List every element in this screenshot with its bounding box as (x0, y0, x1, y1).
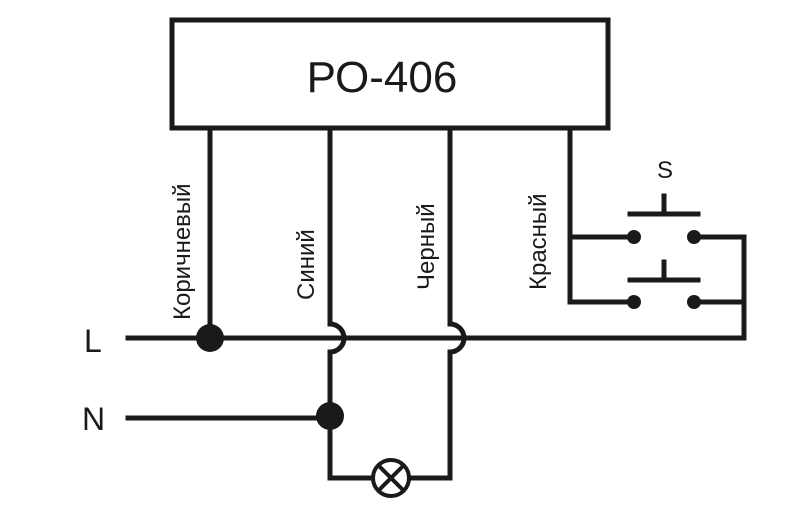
device-box (169, 17, 611, 131)
neutral-label: N (82, 401, 105, 437)
neutral-junction-node (316, 402, 344, 430)
black-wire (404, 125, 467, 481)
black-wire-label: Черный (413, 203, 440, 290)
switch-label: S (657, 157, 673, 184)
brown-wire-label: Коричневый (169, 183, 196, 320)
push-button-2 (627, 259, 701, 309)
blue-wire-label: Синий (293, 229, 320, 300)
live-label: L (84, 323, 102, 359)
switch-return-wire (691, 234, 747, 341)
red-wire (567, 125, 637, 305)
push-button-1 (627, 193, 701, 244)
device-name: РО-406 (307, 53, 458, 102)
red-wire-label: Красный (525, 193, 552, 290)
lamp-icon (371, 458, 411, 498)
live-junction-node (196, 324, 224, 352)
